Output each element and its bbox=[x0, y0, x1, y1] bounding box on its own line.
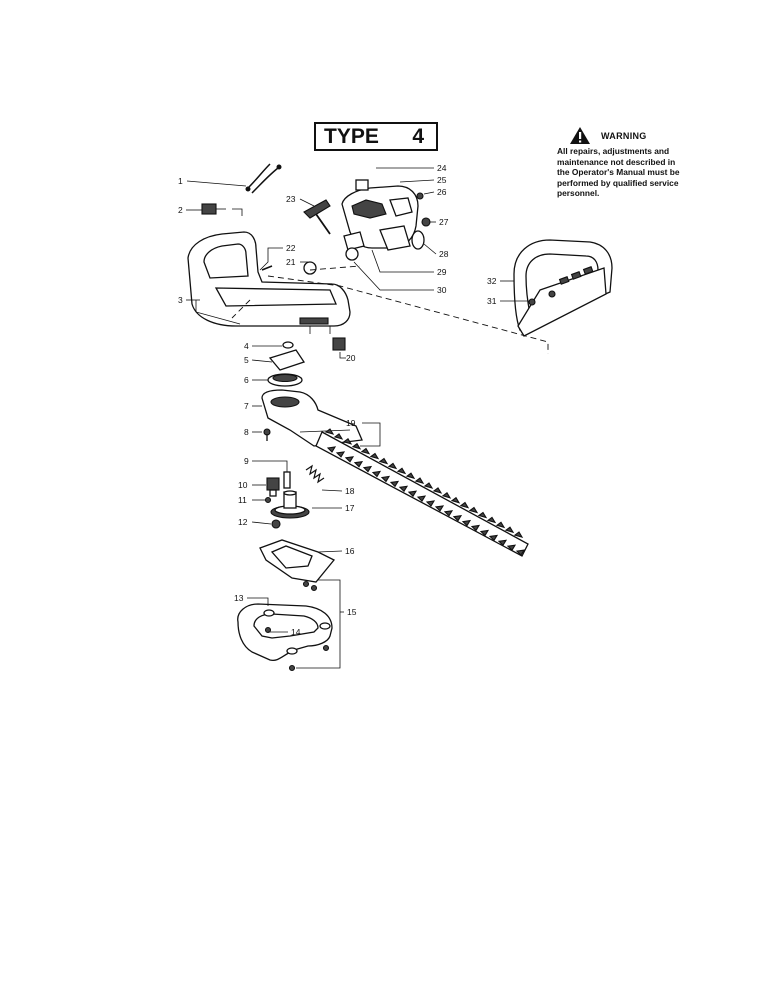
callout-32: 32 bbox=[487, 276, 497, 286]
callout-12: 12 bbox=[238, 517, 248, 527]
type-box: TYPE 4 bbox=[314, 122, 438, 151]
callout-31: 31 bbox=[487, 296, 497, 306]
part-screw bbox=[263, 428, 271, 441]
callout-25: 25 bbox=[437, 175, 447, 185]
callout-7: 7 bbox=[244, 401, 249, 411]
callout-13: 13 bbox=[234, 593, 244, 603]
callout-22: 22 bbox=[286, 243, 296, 253]
part-cutting-blade bbox=[315, 428, 529, 557]
warning-line: performed by qualified service bbox=[557, 177, 679, 188]
part-spring bbox=[305, 464, 325, 484]
part-pinion bbox=[266, 477, 280, 497]
callout-21: 21 bbox=[286, 257, 296, 267]
part-small-screw bbox=[264, 496, 272, 504]
callout-1: 1 bbox=[178, 176, 183, 186]
type-label: TYPE bbox=[324, 124, 379, 148]
part-switch bbox=[201, 203, 226, 215]
part-gear-housing bbox=[261, 389, 363, 447]
leader-lines bbox=[186, 167, 530, 669]
callout-18: 18 bbox=[345, 486, 355, 496]
assembly-guide-lines bbox=[231, 265, 549, 354]
part-housing-nut bbox=[332, 337, 346, 351]
warning-line: maintenance not described in bbox=[557, 156, 676, 167]
part-screws-group bbox=[264, 580, 330, 672]
part-upper-housing bbox=[341, 179, 431, 261]
part-wire-harness bbox=[245, 163, 282, 194]
callout-8: 8 bbox=[244, 427, 249, 437]
callout-30: 30 bbox=[437, 285, 447, 295]
callout-6: 6 bbox=[244, 375, 249, 385]
part-throttle-lever bbox=[303, 199, 331, 235]
part-cover-plate bbox=[268, 349, 306, 371]
callout-23: 23 bbox=[286, 194, 296, 204]
part-drive-gear bbox=[270, 490, 310, 519]
warning-header: WARNING bbox=[569, 126, 697, 145]
callout-27: 27 bbox=[439, 217, 449, 227]
warning-line: All repairs, adjustments and bbox=[557, 146, 670, 156]
callout-26: 26 bbox=[437, 187, 447, 197]
warning-line: the Operator's Manual must be bbox=[557, 167, 680, 177]
part-bottom-plate bbox=[259, 539, 336, 583]
callout-10: 10 bbox=[238, 480, 248, 490]
warning-line: personnel. bbox=[557, 188, 600, 198]
part-knob bbox=[303, 261, 317, 275]
callout-14: 14 bbox=[291, 627, 301, 637]
part-bearing-ring bbox=[267, 373, 303, 387]
callout-4: 4 bbox=[244, 341, 249, 351]
callout-24: 24 bbox=[437, 163, 447, 173]
part-long-screw bbox=[261, 265, 273, 271]
part-nut bbox=[271, 519, 281, 529]
part-dowel bbox=[283, 471, 291, 489]
callout-11: 11 bbox=[238, 495, 247, 505]
callout-2: 2 bbox=[178, 205, 183, 215]
warning-triangle-icon bbox=[570, 127, 590, 144]
callout-17: 17 bbox=[345, 503, 355, 513]
callout-19: 19 bbox=[346, 418, 356, 428]
callout-16: 16 bbox=[345, 546, 355, 556]
callout-29: 29 bbox=[437, 267, 447, 277]
part-front-handle bbox=[513, 239, 613, 337]
type-number: 4 bbox=[412, 124, 424, 148]
callout-9: 9 bbox=[244, 456, 249, 466]
callout-labels: 1 2 3 4 5 6 7 8 9 10 11 12 13 14 15 16 1… bbox=[178, 163, 497, 637]
callout-28: 28 bbox=[439, 249, 449, 259]
warning-notice: WARNING All repairs, adjustments and mai… bbox=[557, 126, 697, 199]
callout-5: 5 bbox=[244, 355, 249, 365]
warning-text: All repairs, adjustments and maintenance… bbox=[557, 146, 697, 199]
warning-title: WARNING bbox=[601, 130, 647, 141]
part-rear-handle bbox=[187, 231, 351, 334]
callout-3: 3 bbox=[178, 295, 183, 305]
callout-20: 20 bbox=[346, 353, 356, 363]
callout-15: 15 bbox=[347, 607, 357, 617]
part-washer bbox=[282, 341, 294, 349]
